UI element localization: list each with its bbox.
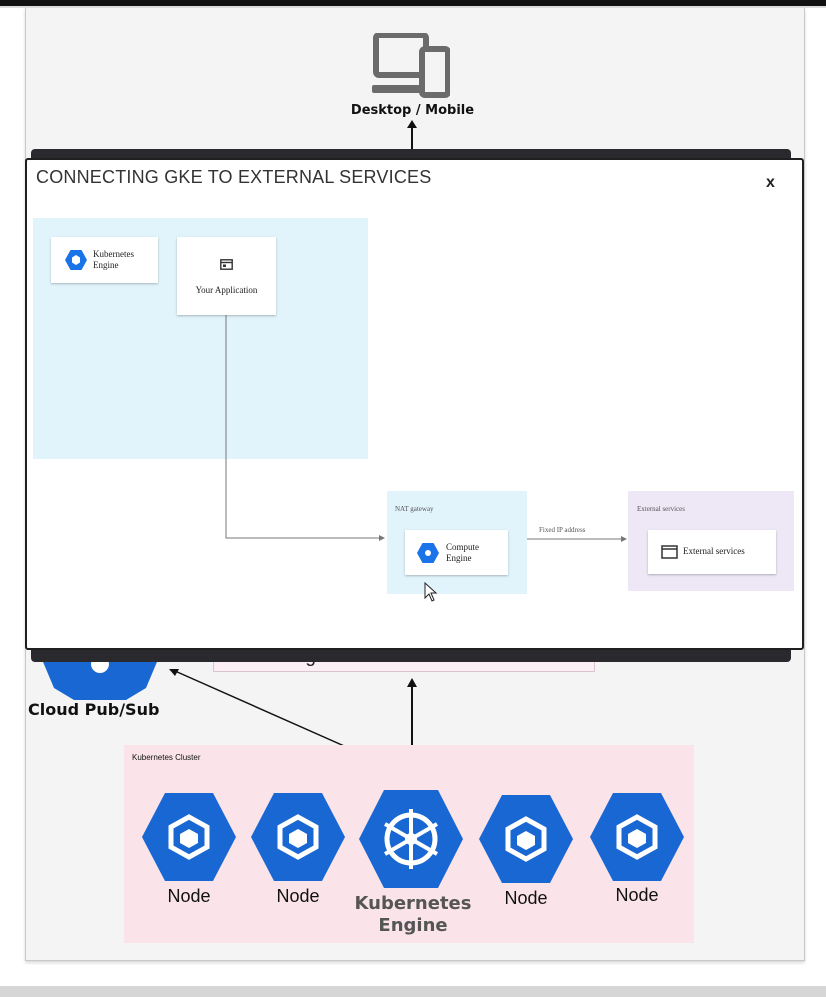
- arrow-cluster-to-storage: [407, 678, 417, 746]
- close-button[interactable]: x: [766, 174, 775, 191]
- modal-dialog: CONNECTING GKE TO EXTERNAL SERVICES x Ku…: [25, 158, 804, 650]
- node-icon: [479, 795, 573, 883]
- node-label: Node: [615, 885, 659, 905]
- connector-lines: [225, 315, 627, 542]
- pubsub-label: Cloud Pub/Sub: [28, 700, 160, 719]
- kubernetes-engine-icon: [65, 250, 87, 270]
- top-bar: [0, 0, 826, 6]
- gke-card[interactable]: Kubernetes Engine: [51, 237, 158, 283]
- nat-gateway-label: NAT gateway: [395, 505, 434, 513]
- fixed-ip-label: Fixed IP address: [539, 526, 586, 534]
- ke-label-line1: Kubernetes: [354, 893, 472, 914]
- application-window-icon: [220, 259, 233, 270]
- gke-card-label: Kubernetes Engine: [93, 249, 134, 271]
- your-application-label: Your Application: [195, 285, 258, 295]
- kubernetes-engine-label: Kubernetes Engine: [348, 893, 478, 937]
- external-services-card-label: External services: [683, 546, 745, 556]
- compute-engine-icon: [417, 543, 439, 563]
- node-icon: [590, 793, 684, 881]
- node-label: Node: [504, 888, 548, 908]
- compute-engine-line2: Engine: [446, 553, 472, 563]
- compute-engine-label: Compute Engine: [446, 542, 479, 564]
- bottom-bar: [0, 986, 826, 997]
- compute-engine-line1: Compute: [446, 542, 479, 552]
- top-bar-strip: [0, 6, 826, 8]
- gke-card-line2: Engine: [93, 260, 119, 270]
- node-icon: [142, 793, 236, 881]
- device-label: Desktop / Mobile: [350, 103, 475, 118]
- desktop-mobile-icon: [372, 33, 450, 98]
- window-icon: [661, 545, 678, 559]
- modal-title: CONNECTING GKE TO EXTERNAL SERVICES: [36, 167, 432, 187]
- gke-card-line1: Kubernetes: [93, 249, 134, 259]
- ke-label-line2: Engine: [378, 915, 448, 936]
- node-icon: [251, 793, 345, 881]
- external-services-zone-label: External services: [637, 505, 686, 513]
- node-label: Node: [276, 886, 320, 906]
- cluster-label: Kubernetes Cluster: [132, 753, 201, 762]
- node-label: Node: [167, 886, 211, 906]
- your-application-card[interactable]: Your Application: [177, 237, 276, 315]
- kubernetes-engine-icon: [359, 790, 463, 888]
- external-services-card[interactable]: External services: [648, 530, 776, 574]
- compute-engine-card[interactable]: Compute Engine: [405, 530, 508, 575]
- mouse-cursor-icon: [424, 582, 438, 602]
